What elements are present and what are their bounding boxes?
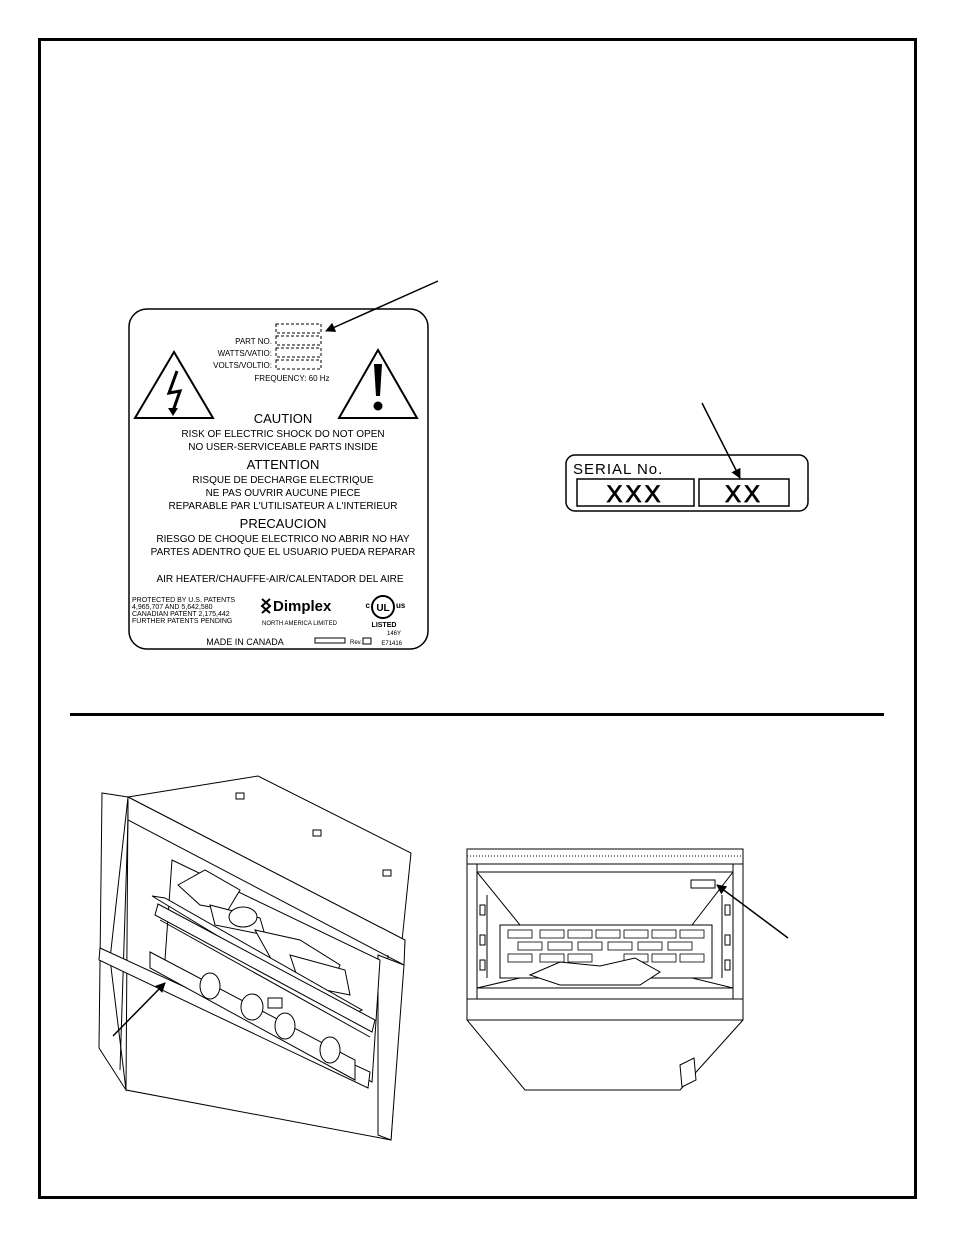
part-no-label: PART NO. [235, 337, 272, 346]
front-logs [528, 957, 661, 986]
serial-title: SERIAL No. [573, 461, 663, 478]
volts-box [275, 359, 322, 370]
switch-box [267, 997, 283, 1009]
bulb-1 [199, 972, 221, 1000]
left-firebox-pointer-arrow [112, 982, 166, 1037]
bulb-3 [274, 1012, 296, 1040]
rating-plate-pointer-arrow [325, 280, 439, 332]
rev-label: Rev. [350, 640, 362, 646]
frequency-label: FREQUENCY: 60 Hz [254, 374, 329, 383]
precaucion-heading: PRECAUCION [240, 516, 327, 531]
watts-label: WATTS/VATIO: [218, 349, 272, 358]
ul-listed-text: LISTED [372, 622, 397, 629]
brand-name: Dimplex [273, 598, 332, 615]
ul-listed-mark: UL c us LISTED [366, 595, 406, 629]
serial-number-label: SERIAL No. XXX XX [565, 454, 809, 512]
watts-box [275, 347, 322, 358]
code-1: 146Y [387, 631, 401, 637]
ul-us-text: us [396, 601, 406, 610]
attention-line2: NE PAS OUVRIR AUCUNE PIECE [206, 488, 361, 499]
serial-box-1 [576, 478, 695, 507]
precaucion-line2: PARTES ADENTRO QUE EL USUARIO PUEDA REPA… [151, 547, 416, 558]
caution-line2: NO USER-SERVICEABLE PARTS INSIDE [188, 442, 378, 453]
section-divider [70, 713, 884, 716]
exclamation-warning-icon [337, 347, 419, 419]
code-2: E71416 [381, 641, 402, 647]
electric-shock-warning-icon [133, 350, 215, 419]
page-frame [38, 38, 917, 1199]
rev-value-box [362, 637, 372, 645]
brick-pattern [507, 929, 705, 963]
serial-box-2 [698, 478, 790, 507]
bulb-2 [240, 993, 264, 1021]
attention-line1: RISQUE DE DECHARGE ELECTRIQUE [192, 475, 373, 486]
bulb-4 [319, 1036, 341, 1064]
attention-line3: REPARABLE PAR L'UTILISATEUR A L'INTERIEU… [169, 501, 398, 512]
volts-label: VOLTS/VOLTIO: [213, 361, 272, 370]
dimplex-logo [260, 598, 272, 614]
caution-heading: CAUTION [254, 411, 313, 426]
brand-subtitle: NORTH AMERICA LIMITED [262, 621, 338, 627]
attention-heading: ATTENTION [247, 457, 320, 472]
right-firebox-pointer-arrow [716, 884, 789, 939]
caution-line1: RISK OF ELECTRIC SHOCK DO NOT OPEN [181, 429, 384, 440]
serial-box-2-text: XX [725, 481, 763, 508]
rating-plate: PART NO. WATTS/VATIO: VOLTS/VOLTIO: FREQ… [128, 308, 429, 650]
firebox-front-illustration [466, 848, 744, 1091]
made-in-label: MADE IN CANADA [206, 637, 284, 647]
serial-box-1-text: XXX [606, 481, 663, 508]
rating-field-boxes [275, 323, 322, 370]
precaucion-line1: RIESGO DE CHOQUE ELECTRICO NO ABRIR NO H… [156, 534, 410, 545]
ul-mark-text: UL [376, 603, 389, 614]
serial-pointer-arrow [701, 402, 741, 479]
patent-line3: CANADIAN PATENT 2,175,442 [132, 611, 230, 618]
serial-plate-location [690, 879, 716, 889]
revision-box [314, 637, 346, 644]
blank-field-box [275, 323, 322, 334]
patent-line2: 4,965,707 AND 5,642,580 [132, 604, 213, 611]
patent-line4: FURTHER PATENTS PENDING [132, 618, 232, 625]
firebox-base [466, 998, 744, 1091]
patent-line1: PROTECTED BY U.S. PATENTS [132, 597, 235, 604]
ul-c-text: c [366, 601, 371, 610]
firebox-isometric-illustration [98, 775, 412, 1141]
air-heater-label: AIR HEATER/CHAUFFE-AIR/CALENTADOR DEL AI… [156, 574, 403, 585]
part-no-box [275, 335, 322, 346]
